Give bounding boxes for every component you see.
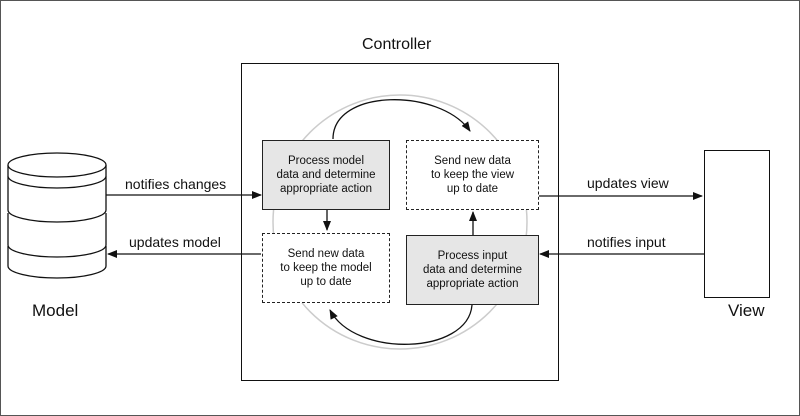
view-label: View [728, 301, 765, 320]
controller-box [241, 63, 559, 381]
process-input-box: Process input data and determine appropr… [406, 235, 539, 305]
process-input-line-3: appropriate action [426, 278, 519, 290]
send-model-line-2: to keep the model [280, 262, 372, 274]
process-input-line-1: Process input [437, 250, 508, 262]
bottom-curve-arrow [329, 304, 473, 345]
top-curve-arrow [332, 99, 471, 140]
send-view-line-1: Send new data [434, 155, 511, 167]
cycle-circle [272, 94, 528, 350]
send-model-line-3: up to date [300, 276, 352, 288]
send-model-line-1: Send new data [287, 248, 365, 260]
process-model-line-3: appropriate action [279, 183, 373, 195]
view-box [704, 150, 770, 298]
send-model-box: Send new data to keep the model up to da… [262, 233, 390, 303]
send-view-box: Send new data to keep the view up to dat… [406, 140, 539, 210]
send-view-line-2: to keep the view [430, 169, 515, 181]
notifies-changes-label: notifies changes [125, 176, 227, 192]
process-model-box: Process model data and determine appropr… [262, 140, 390, 210]
process-input-line-2: data and determine [422, 264, 523, 276]
process-model-line-2: data and determine [276, 169, 376, 181]
process-model-line-1: Process model [287, 155, 365, 167]
controller-title: Controller [362, 36, 432, 53]
updates-model-label: updates model [129, 234, 221, 250]
send-view-line-3: up to date [446, 183, 499, 195]
updates-view-label: updates view [587, 175, 669, 191]
notifies-input-label: notifies input [587, 234, 666, 250]
database-icon [7, 152, 107, 279]
model-label: Model [32, 301, 79, 320]
